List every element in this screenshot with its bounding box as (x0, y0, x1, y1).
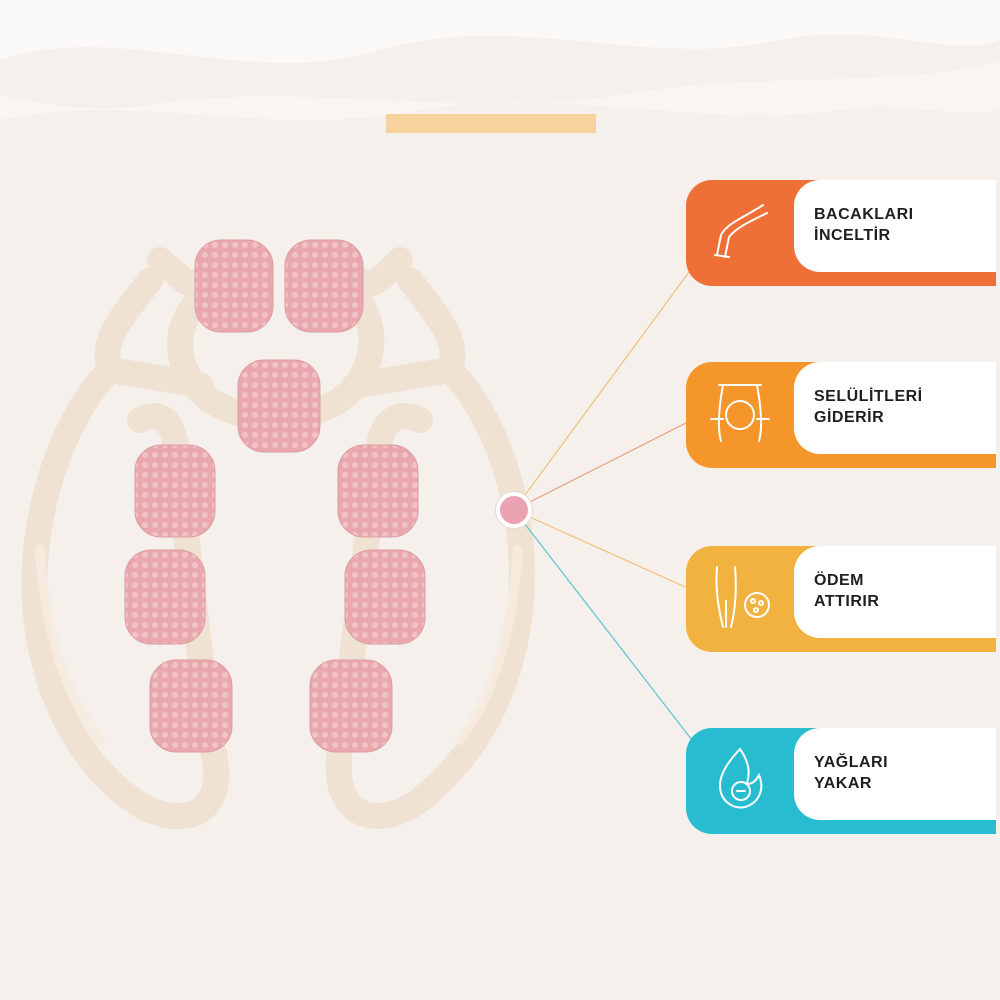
fat-burn-icon (694, 736, 786, 820)
hub-dot (496, 492, 532, 528)
accent-bar (386, 114, 596, 133)
cellulite-icon (694, 370, 786, 454)
edema-icon (694, 554, 786, 638)
legs-icon (694, 188, 786, 272)
leg-roller-massager (21, 239, 535, 830)
background-wave (0, 0, 1000, 120)
